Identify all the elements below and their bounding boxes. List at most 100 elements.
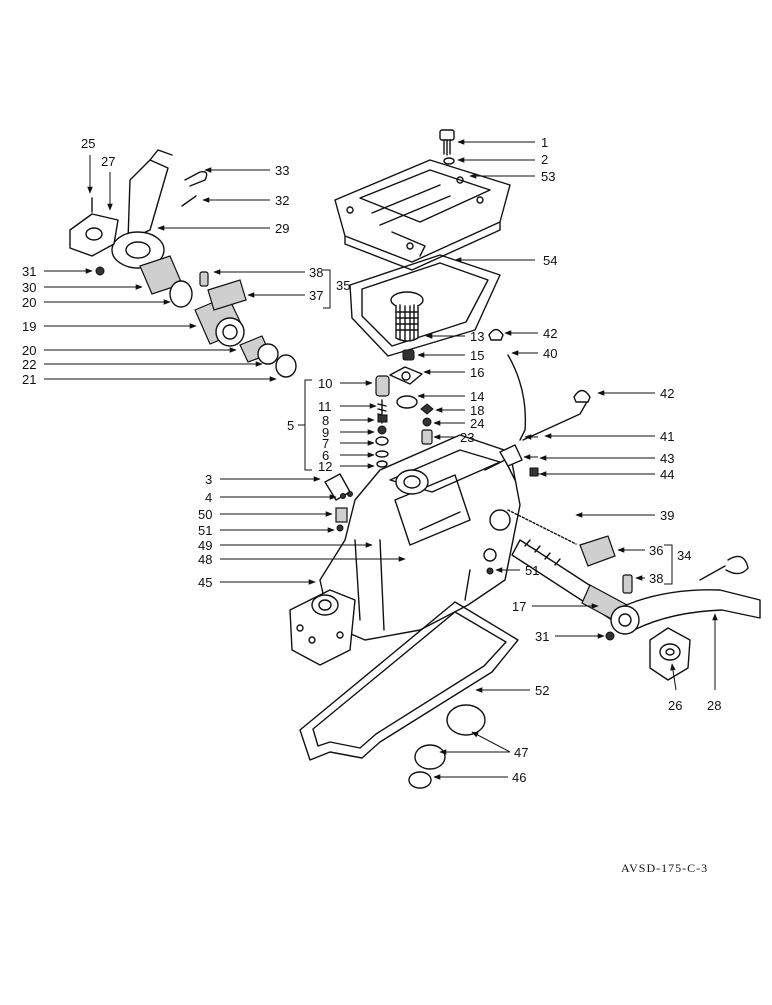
callout-8: 8 (322, 413, 329, 428)
callout-30: 30 (22, 280, 36, 295)
flange (389, 366, 423, 385)
drawing-code: AVSD-175-C-3 (621, 861, 708, 875)
callout-42-right: 42 (660, 386, 674, 401)
callout-18: 18 (470, 403, 484, 418)
callout-44: 44 (660, 467, 674, 482)
callout-53: 53 (541, 169, 555, 184)
pin-clip (725, 555, 749, 575)
callout-40: 40 (543, 346, 557, 361)
o-ring (396, 395, 418, 409)
tube-fitting (499, 444, 523, 467)
tube-cap (573, 389, 591, 403)
callout-7: 7 (322, 436, 329, 451)
return-tube (522, 399, 589, 441)
callout-46: 46 (512, 770, 526, 785)
valve-assembly (375, 375, 390, 468)
callout-15: 15 (470, 348, 484, 363)
callout-11: 11 (318, 399, 332, 414)
callout-26: 26 (668, 698, 682, 713)
cover-gasket (349, 254, 501, 357)
callout-2: 2 (541, 152, 548, 167)
retaining-clip (184, 170, 208, 187)
bottom-gasket (299, 601, 519, 761)
callout-12: 12 (318, 459, 332, 474)
nut (95, 266, 105, 276)
top-cover-plate (334, 159, 511, 271)
plug (486, 567, 494, 575)
callout-28: 28 (707, 698, 721, 713)
spring (507, 509, 577, 545)
callout-33: 33 (275, 163, 289, 178)
filter-nut (402, 349, 415, 361)
callout-14: 14 (470, 389, 484, 404)
callout-22: 22 (22, 357, 36, 372)
callout-31-left: 31 (22, 264, 36, 279)
callout-37: 37 (309, 288, 323, 303)
callout-29: 29 (275, 221, 289, 236)
callout-51-right: 51 (525, 563, 539, 578)
tube-cap (488, 328, 504, 341)
callout-54: 54 (543, 253, 557, 268)
oil-tube (507, 354, 527, 441)
right-lift-arm (610, 589, 761, 635)
callout-38-left: 38 (309, 265, 323, 280)
callout-27: 27 (101, 154, 115, 169)
washer (443, 157, 455, 165)
callout-48: 48 (198, 552, 212, 567)
sleeve (207, 279, 247, 311)
callout-52: 52 (535, 683, 549, 698)
callout-16: 16 (470, 365, 484, 380)
callout-labels: 1 2 53 54 13 15 16 14 18 24 23 42 40 42 … (22, 135, 721, 785)
sleeve (579, 535, 616, 567)
callout-4: 4 (205, 490, 212, 505)
left-bearing-cap (69, 213, 119, 257)
callout-1: 1 (541, 135, 548, 150)
lift-pin (699, 565, 726, 581)
callout-13: 13 (470, 329, 484, 344)
leader-lines (44, 139, 718, 780)
callout-24: 24 (470, 416, 484, 431)
callout-10: 10 (318, 376, 332, 391)
callout-35: 35 (336, 278, 350, 293)
small-disc (408, 771, 432, 789)
plug (336, 524, 344, 532)
bolt (439, 129, 455, 156)
arm-pin (181, 195, 197, 207)
callout-41: 41 (660, 429, 674, 444)
callout-51-left: 51 (198, 523, 212, 538)
roll-pin (199, 271, 209, 287)
callout-9: 9 (322, 425, 329, 440)
callout-50: 50 (198, 507, 212, 522)
callout-36: 36 (649, 543, 663, 558)
callout-49: 49 (198, 538, 212, 553)
oil-filter-screen (390, 291, 424, 342)
callout-3: 3 (205, 472, 212, 487)
callout-19: 19 (22, 319, 36, 334)
cover-disc (446, 704, 486, 736)
valve-block (335, 507, 348, 523)
grouping-brackets (298, 269, 673, 585)
callout-31-right: 31 (535, 629, 549, 644)
callout-21: 21 (22, 372, 36, 387)
callout-17: 17 (512, 599, 526, 614)
cover-disc (414, 744, 446, 770)
seal (422, 417, 432, 427)
back-up-ring (275, 354, 297, 378)
callout-38-right: 38 (649, 571, 663, 586)
fitting-nut (529, 467, 539, 477)
callout-5: 5 (287, 418, 294, 433)
callout-6: 6 (322, 448, 329, 463)
nut (605, 631, 615, 641)
callout-43: 43 (660, 451, 674, 466)
callout-20-upper: 20 (22, 295, 36, 310)
roll-pin (622, 574, 633, 594)
cover-plate (324, 473, 351, 501)
bushing (421, 429, 433, 445)
callout-45: 45 (198, 575, 212, 590)
callout-39: 39 (660, 508, 674, 523)
seal-ring (169, 280, 193, 308)
callout-34: 34 (677, 548, 691, 563)
callout-25: 25 (81, 136, 95, 151)
